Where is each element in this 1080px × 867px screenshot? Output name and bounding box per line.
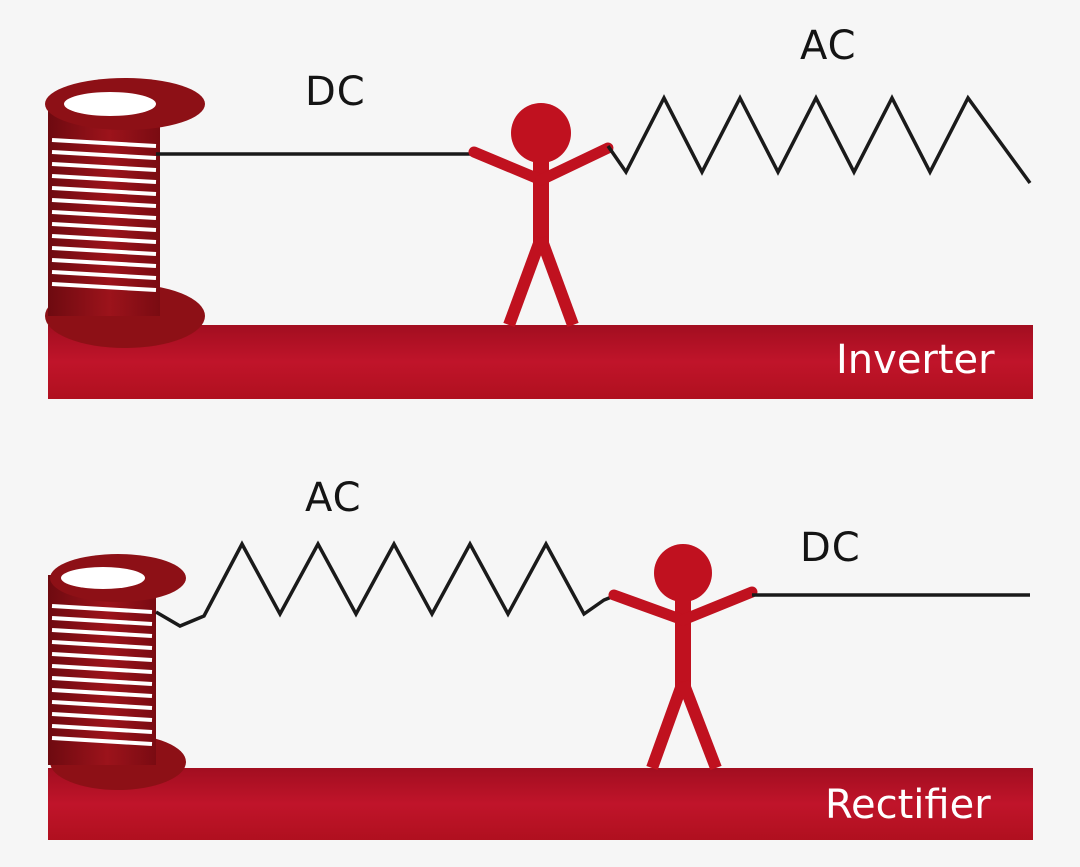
inverter-band xyxy=(48,325,1033,399)
inverter-dc-label: DC xyxy=(305,69,366,115)
inverter-ac-label: AC xyxy=(800,23,857,69)
rectifier-title: Rectifier xyxy=(825,782,991,828)
rectifier-panel xyxy=(48,540,1033,840)
rectifier-band xyxy=(48,768,1033,840)
rectifier-ac-wave xyxy=(155,540,615,628)
inverter-person-icon xyxy=(468,103,614,328)
inverter-title: Inverter xyxy=(836,337,995,383)
rectifier-ac-label: AC xyxy=(305,475,362,521)
rectifier-spool-icon xyxy=(48,554,186,790)
inverter-panel xyxy=(45,78,1033,399)
inverter-spool-icon xyxy=(45,78,205,348)
rectifier-dc-label: DC xyxy=(800,525,861,571)
inverter-ac-wave xyxy=(606,94,1032,185)
rectifier-person-icon xyxy=(608,544,758,771)
